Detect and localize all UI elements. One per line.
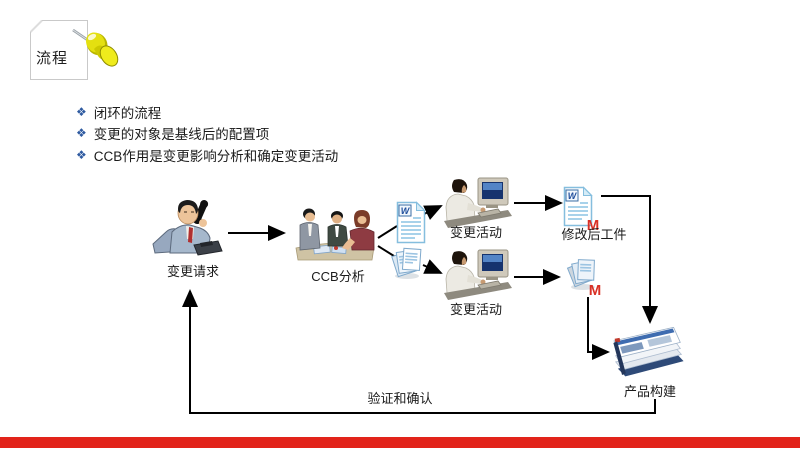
bullet-text: 变更的对象是基线后的配置项 [93, 127, 270, 143]
footer-accent-bar [0, 437, 800, 448]
modified-artifact-label: 修改后工件 [561, 227, 627, 242]
bullet-item: ❖ 变更的对象是基线后的配置项 [76, 123, 338, 145]
change-request-label: 变更请求 [166, 264, 219, 279]
process-note-box: 流程 [30, 20, 88, 80]
bullet-text: CCB作用是变更影响分析和确定变更活动 [93, 148, 339, 164]
product-build-label: 产品构建 [623, 384, 676, 399]
computer-worker-clipart-top [444, 177, 512, 228]
note-title: 流程 [36, 50, 69, 67]
line-ccb-to-doc-top [377, 225, 398, 239]
elbow-modified-to-product [601, 195, 658, 324]
bullet-list: ❖ 闭环的流程 ❖ 变更的对象是基线后的配置项 ❖ CCB作用是变更影响分析和确… [76, 101, 338, 166]
bullet-text: 闭环的流程 [93, 105, 162, 121]
change-request-clipart [152, 199, 223, 256]
modified-marker-letter: M [587, 217, 600, 232]
note-box-outline [30, 20, 88, 80]
diamond-bullet-icon: ❖ [76, 147, 87, 162]
paper-stack-icon [391, 247, 422, 279]
bullet-item: ❖ 闭环的流程 [76, 101, 338, 123]
verification-label: 验证和确认 [367, 391, 433, 406]
product-build-clipart [613, 327, 684, 377]
modified-paper-stack-icon: M [566, 259, 602, 297]
change-activity-top-label: 变更活动 [449, 225, 502, 240]
modified-word-document-icon: W M [563, 186, 600, 232]
elbow-stackm-to-product [587, 297, 610, 360]
word-letter: W [568, 191, 578, 201]
line-ccb-to-stack-bottom [377, 245, 395, 257]
diamond-bullet-icon: ❖ [76, 104, 87, 119]
ccb-meeting-clipart [295, 208, 375, 261]
modified-marker-letter: M [589, 282, 602, 297]
change-activity-bottom-label: 变更活动 [449, 302, 502, 317]
word-document-icon: W [396, 201, 426, 244]
feedback-loop-product-to-request [182, 289, 656, 414]
pushpin-icon [72, 28, 119, 67]
ccb-analysis-label: CCB分析 [311, 269, 365, 284]
diamond-bullet-icon: ❖ [76, 126, 87, 141]
bullet-item: ❖ CCB作用是变更影响分析和确定变更活动 [76, 144, 338, 166]
arrow-doc-to-activity-top [423, 205, 443, 221]
word-letter: W [401, 206, 411, 216]
arrow-stack-to-activity-bottom [422, 259, 443, 274]
computer-worker-clipart-bottom [444, 249, 512, 300]
